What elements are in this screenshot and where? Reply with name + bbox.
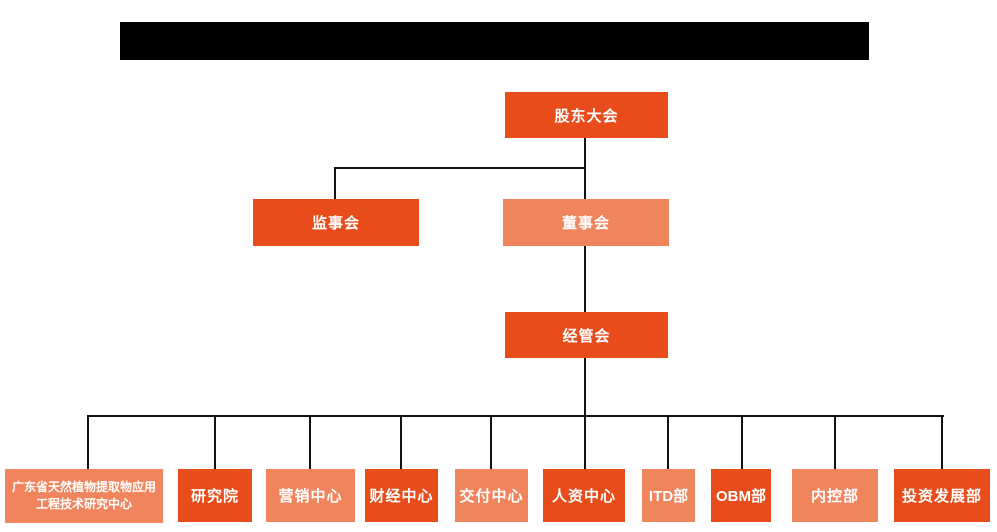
- connector-drop-itd-dept: [667, 415, 669, 470]
- connector-drop-finance-center: [400, 415, 402, 470]
- connector-branch-supervisors: [335, 167, 586, 169]
- node-supervisory-board: 监事会: [253, 199, 419, 246]
- node-plant-extract-research-center: 广东省天然植物提取物应用工程技术研究中心: [5, 469, 163, 523]
- connector-horizontal-bus: [87, 415, 944, 417]
- connector-drop-marketing-center: [309, 415, 311, 470]
- connector-drop-investment-dev-dept: [941, 415, 943, 470]
- node-hr-center: 人资中心: [543, 469, 625, 522]
- node-shareholders-meeting: 股东大会: [505, 92, 668, 138]
- node-marketing-center: 营销中心: [266, 469, 355, 522]
- node-investment-dev-dept: 投资发展部: [894, 469, 990, 522]
- connector-management-bus: [584, 358, 586, 416]
- node-research-institute: 研究院: [178, 469, 252, 522]
- node-internal-control-dept: 内控部: [792, 469, 878, 522]
- node-delivery-center: 交付中心: [455, 469, 528, 522]
- node-board-of-directors: 董事会: [503, 199, 669, 246]
- connector-drop-supervisors: [334, 167, 336, 199]
- node-obm-dept: OBM部: [711, 469, 771, 522]
- connector-shareholders-directors: [584, 138, 586, 200]
- node-itd-dept: ITD部: [642, 469, 695, 522]
- connector-drop-delivery-center: [490, 415, 492, 470]
- connector-drop-research-institute: [214, 415, 216, 470]
- node-finance-center: 财经中心: [365, 469, 438, 522]
- node-management-committee: 经管会: [505, 312, 668, 358]
- connector-drop-hr-center: [584, 415, 586, 470]
- redacted-title-bar: [120, 22, 869, 60]
- connector-drop-obm-dept: [741, 415, 743, 470]
- connector-drop-internal-control-dept: [834, 415, 836, 470]
- connector-drop-research-center: [87, 415, 89, 470]
- connector-directors-management: [584, 246, 586, 312]
